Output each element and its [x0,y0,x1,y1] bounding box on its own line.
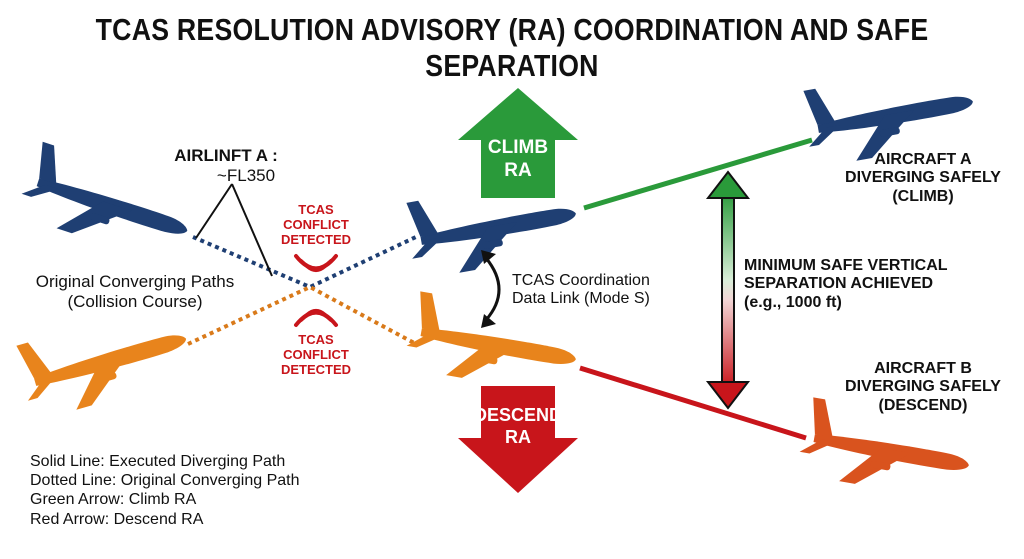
separation-arrow-down-icon [705,381,751,410]
conflict-bottom-line2: CONFLICT [283,346,349,362]
airliner-label-name: AIRLINFT A : [174,146,278,165]
original-paths-label: Original Converging Paths (Collision Cou… [20,272,250,311]
legend-item-dotted-line: Dotted Line: Original Converging Path [30,472,300,490]
aircraft-a-status-label: AIRCRAFT A DIVERGING SAFELY (CLIMB) [830,151,1016,206]
coordination-link-arrow [484,257,501,321]
descend-ra-line2: RA [505,426,531,447]
signal-waves-bottom-icon [294,309,338,327]
signal-waves-top-icon [294,254,338,272]
climb-ra-line2: RA [504,159,532,181]
separation-label-line2: SEPARATION ACHIEVED [744,275,934,293]
aircraft-b-label-line3: (DESCEND) [878,396,968,414]
page-title: TCAS RESOLUTION ADVISORY (RA) COORDINATI… [95,12,929,83]
aircraft-b-original [12,300,197,422]
separation-label: MINIMUM SAFE VERTICAL SEPARATION ACHIEVE… [744,257,984,312]
airliner-label-altitude: ~FL350 [216,165,276,185]
original-paths-label-line1: Original Converging Paths [35,272,235,291]
executed-path-a [583,137,813,211]
conflict-label-bottom: TCAS CONFLICT DETECTED [266,332,366,378]
aircraft-b-label-line1: AIRCRAFT B [874,360,972,377]
separation-label-line3: (e.g., 1000 ft) [744,293,842,311]
conflict-top-line3: DETECTED [280,231,352,247]
conflict-bottom-line3: DETECTED [280,361,352,377]
separation-arrow-up-icon [705,170,751,199]
coordination-label-line2: Data Link (Mode S) [512,290,650,308]
descend-ra-label: DESCEND RA [466,405,570,448]
conflict-top-line1: TCAS [298,202,334,217]
legend: Solid Line: Executed Diverging Path Dott… [30,452,370,529]
aircraft-b-label-line2: DIVERGING SAFELY [845,378,1001,396]
coordination-label: TCAS Coordination Data Link (Mode S) [512,272,682,309]
conflict-label-top: TCAS CONFLICT DETECTED [266,202,366,248]
climb-ra-line1: CLIMB [487,137,549,158]
executed-path-b [579,365,807,441]
conflict-bottom-line1: TCAS [298,332,334,347]
descend-ra-line1: DESCEND [473,405,562,425]
aircraft-a-label-line2: DIVERGING SAFELY [845,169,1001,187]
descend-ra-arrow [458,386,578,493]
legend-item-green-arrow: Green Arrow: Climb RA [30,491,197,509]
label-pointer-lines [195,183,273,277]
legend-item-solid-line: Solid Line: Executed Diverging Path [30,453,286,470]
climb-ra-arrow [458,88,578,198]
aircraft-b-status-label: AIRCRAFT B DIVERGING SAFELY (DESCEND) [830,360,1016,415]
aircraft-a-label-line1: AIRCRAFT A [874,151,972,168]
legend-item-red-arrow: Red Arrow: Descend RA [30,510,204,528]
separation-arrow [721,191,735,389]
separation-label-line1: MINIMUM SAFE VERTICAL [744,257,948,274]
coordination-label-line1: TCAS Coordination [512,272,650,289]
aircraft-a-label-line3: (CLIMB) [892,187,954,205]
climb-ra-label: CLIMB RA [481,137,555,183]
conflict-top-line2: CONFLICT [283,216,349,232]
original-paths-label-line2: (Collision Course) [67,291,203,311]
airliner-label: AIRLINFT A : ~FL350 [146,146,306,185]
original-path-a [192,234,419,290]
